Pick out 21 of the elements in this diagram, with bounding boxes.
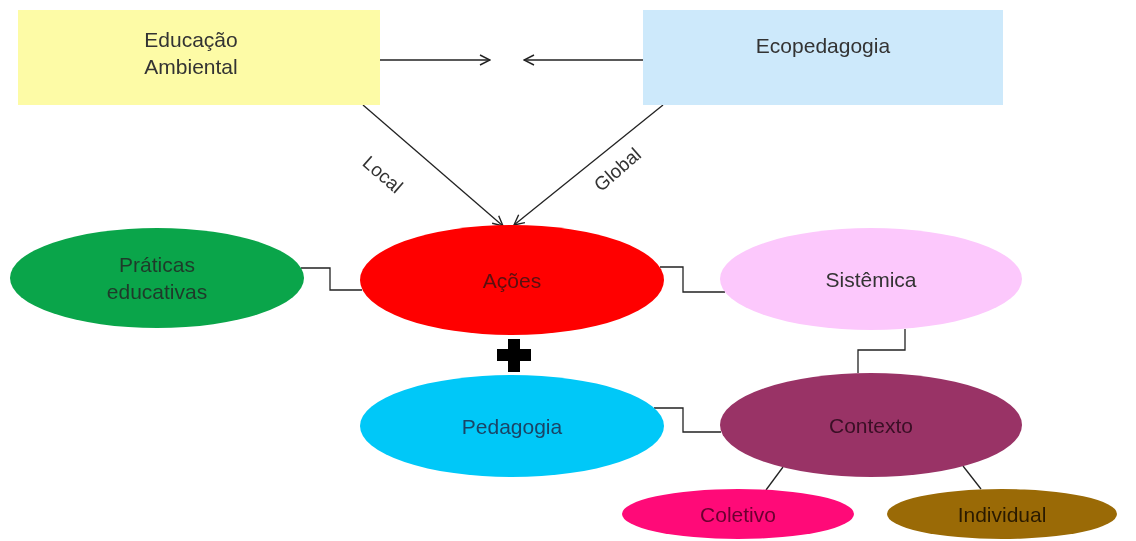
connector-line	[857, 328, 906, 374]
arrow	[379, 54, 491, 66]
node-label: Ecopedagogia	[755, 33, 891, 59]
node-label: Sistêmica	[825, 266, 917, 293]
arrow	[523, 54, 644, 66]
node-label: Individual	[957, 501, 1047, 528]
connector-line	[962, 465, 982, 490]
node-label: Ações	[482, 267, 542, 294]
connector-line	[765, 466, 784, 491]
concept-box	[643, 10, 1003, 105]
arrow	[513, 104, 664, 226]
node-label: Educação Ambiental	[143, 27, 239, 80]
connector-line	[300, 267, 363, 291]
concept-box	[18, 10, 380, 105]
node-label: Coletivo	[700, 501, 776, 528]
node-label: Pedagogia	[461, 413, 563, 440]
node-label: Contexto	[828, 412, 914, 439]
node-label: Práticas educativas	[105, 252, 209, 305]
arrow	[362, 104, 504, 227]
connector-line	[659, 266, 726, 293]
connector-line	[653, 407, 722, 433]
